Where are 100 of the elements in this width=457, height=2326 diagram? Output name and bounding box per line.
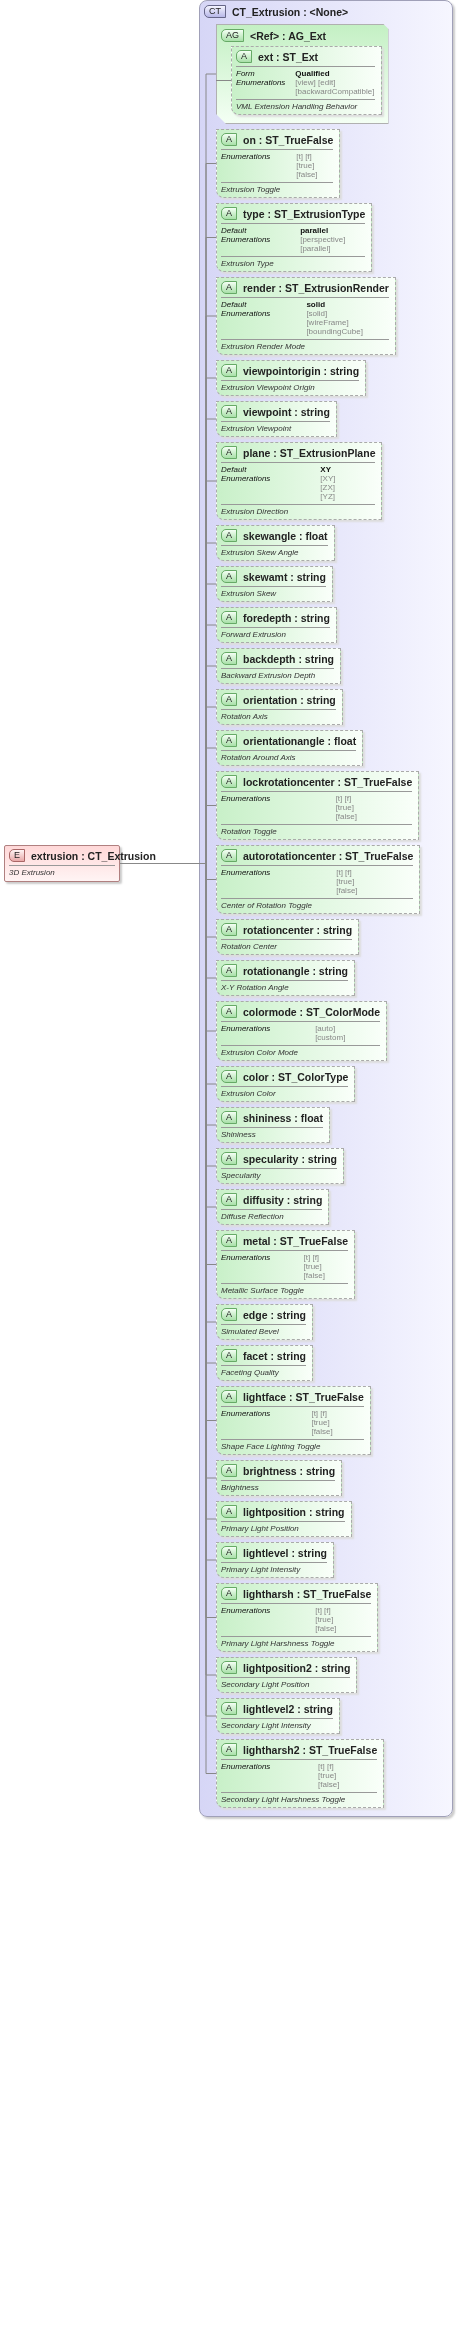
- attribute-box: [216, 960, 355, 996]
- enumeration-values: [t] [f] [true] [false]: [336, 868, 358, 895]
- property-label: Default: [221, 300, 248, 309]
- type-badge: A: [221, 1111, 237, 1124]
- type-badge: A: [221, 1234, 237, 1247]
- type-badge: A: [221, 446, 237, 459]
- description-text: Secondary Light Position: [221, 1677, 351, 1689]
- attribute-box: [216, 1460, 343, 1496]
- attribute-box: [216, 442, 383, 520]
- attribute-box: [216, 1148, 344, 1184]
- enumeration-values: [t] [f] [true] [false]: [335, 794, 357, 821]
- property-label: Enumerations: [221, 152, 272, 163]
- attribute-box: [216, 730, 364, 766]
- attribute-box: [231, 46, 382, 115]
- type-badge: CT: [204, 5, 226, 18]
- name-label: orientation : string: [243, 693, 336, 706]
- name-label: rotationangle : string: [243, 964, 348, 977]
- property-label: Form: [236, 69, 256, 78]
- name-label: foredepth : string: [243, 611, 330, 624]
- property-label: Enumerations: [221, 1762, 272, 1773]
- description-text: Rotation Toggle: [221, 824, 413, 836]
- type-badge: A: [221, 734, 237, 747]
- type-badge: E: [9, 849, 25, 862]
- type-badge: A: [221, 1070, 237, 1083]
- property-label: Enumerations: [221, 794, 272, 805]
- name-label: backdepth : string: [243, 652, 335, 665]
- enumeration-values: [t] [f] [true] [false]: [296, 152, 318, 179]
- name-label: on : ST_TrueFalse: [243, 133, 334, 146]
- name-label: CT_Extrusion : <None>: [232, 5, 349, 18]
- type-badge: A: [221, 405, 237, 418]
- attribute-box: [216, 129, 341, 198]
- description-text: Forward Extrusion: [221, 627, 330, 639]
- type-badge: A: [221, 775, 237, 788]
- description-text: Shininess: [221, 1127, 323, 1139]
- description-text: Extrusion Render Mode: [221, 339, 389, 351]
- type-badge: A: [221, 1546, 237, 1559]
- property-value: solid: [306, 300, 327, 309]
- description-text: Primary Light Intensity: [221, 1562, 328, 1574]
- property-label: Default: [221, 226, 248, 235]
- connector-line: [119, 863, 200, 864]
- property-label: Enumerations: [221, 235, 272, 246]
- property-value: XY: [320, 465, 332, 474]
- description-text: Secondary Light Intensity: [221, 1718, 333, 1730]
- name-label: lightharsh2 : ST_TrueFalse: [243, 1743, 378, 1756]
- enumeration-values: [perspective] [parallel]: [300, 235, 346, 253]
- name-label: lockrotationcenter : ST_TrueFalse: [243, 775, 413, 788]
- type-badge: A: [221, 1702, 237, 1715]
- attribute-box: [216, 845, 421, 914]
- description-text: Diffuse Reflection: [221, 1209, 323, 1221]
- name-label: lightposition2 : string: [243, 1661, 351, 1674]
- attribute-box: [216, 1107, 330, 1143]
- name-label: viewpoint : string: [243, 405, 330, 418]
- type-badge: A: [221, 1587, 237, 1600]
- description-text: 3D Extrusion: [9, 865, 115, 877]
- name-label: metal : ST_TrueFalse: [243, 1234, 349, 1247]
- name-label: viewpointorigin : string: [243, 364, 360, 377]
- description-text: Metallic Surface Toggle: [221, 1283, 349, 1295]
- type-badge: A: [221, 1005, 237, 1018]
- name-label: brightness : string: [243, 1464, 336, 1477]
- property-label: Enumerations: [221, 309, 272, 320]
- property-label: Enumerations: [221, 1024, 272, 1035]
- attribute-box: [216, 1583, 379, 1652]
- name-label: color : ST_ColorType: [243, 1070, 349, 1083]
- attribute-box: [216, 607, 337, 643]
- attribute-box: [216, 1657, 358, 1693]
- type-badge: A: [221, 693, 237, 706]
- description-text: Extrusion Viewpoint: [221, 421, 330, 433]
- name-label: plane : ST_ExtrusionPlane: [243, 446, 376, 459]
- description-text: Specularity: [221, 1168, 337, 1180]
- description-text: Primary Light Position: [221, 1521, 345, 1533]
- name-label: autorotationcenter : ST_TrueFalse: [243, 849, 414, 862]
- name-label: lightharsh : ST_TrueFalse: [243, 1587, 372, 1600]
- attribute-box: [216, 401, 337, 437]
- type-badge: A: [221, 611, 237, 624]
- type-badge: A: [221, 1152, 237, 1165]
- name-label: orientationangle : float: [243, 734, 357, 747]
- enumeration-values: [solid] [wireFrame] [boundingCube]: [306, 309, 363, 336]
- type-badge: A: [221, 1390, 237, 1403]
- name-label: rotationcenter : string: [243, 923, 353, 936]
- type-badge: A: [221, 207, 237, 220]
- attribute-box: [216, 1698, 340, 1734]
- description-text: Extrusion Toggle: [221, 182, 334, 194]
- type-badge: A: [221, 849, 237, 862]
- name-label: skewamt : string: [243, 570, 326, 583]
- description-text: X-Y Rotation Angle: [221, 980, 348, 992]
- attribute-box: [216, 1501, 352, 1537]
- name-label: extrusion : CT_Extrusion: [31, 849, 156, 862]
- type-badge: A: [221, 1193, 237, 1206]
- name-label: <Ref> : AG_Ext: [250, 29, 327, 42]
- attribute-box: [216, 525, 335, 561]
- type-badge: A: [221, 1349, 237, 1362]
- type-badge: A: [221, 1505, 237, 1518]
- name-label: type : ST_ExtrusionType: [243, 207, 366, 220]
- property-value: Qualified: [295, 69, 331, 78]
- description-text: Primary Light Harshness Toggle: [221, 1636, 372, 1648]
- description-text: VML Extension Handling Behavior: [236, 99, 375, 111]
- enumeration-values: [auto] [custom]: [315, 1024, 346, 1042]
- type-badge: A: [221, 133, 237, 146]
- name-label: lightface : ST_TrueFalse: [243, 1390, 364, 1403]
- attribute-box: [216, 203, 373, 272]
